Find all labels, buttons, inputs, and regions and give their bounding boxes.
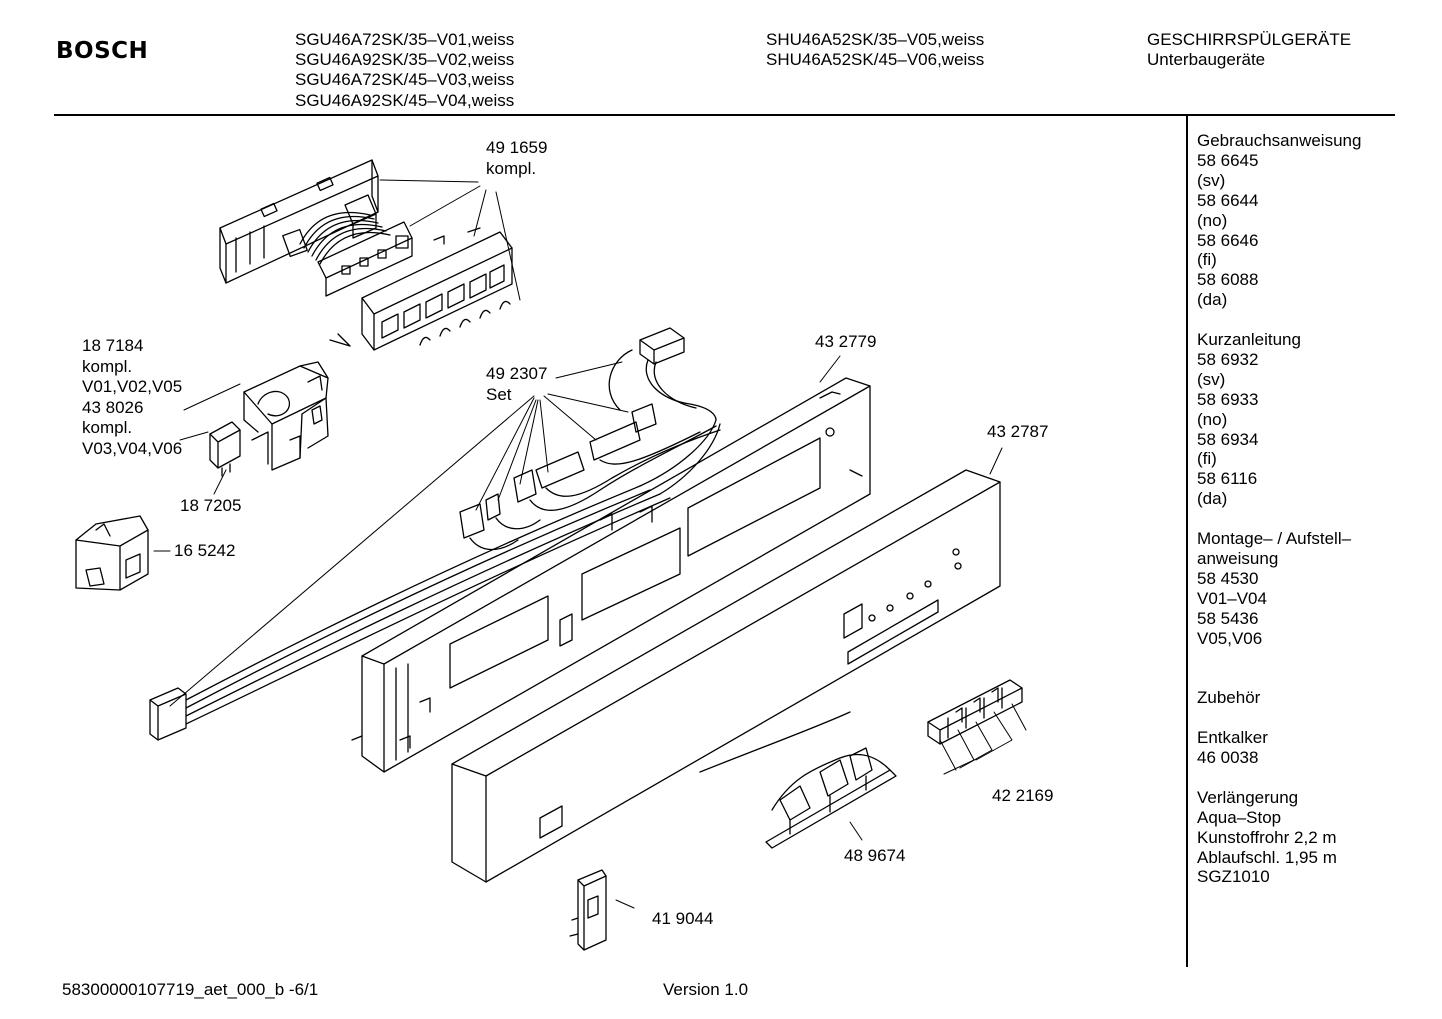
model-list-right: SHU46A52SK/35–V05,weiss SHU46A52SK/45–V0… [766,30,984,70]
sidebar-line: 58 6645 [1197,150,1259,170]
sidebar-line: 58 6932 [1197,349,1259,369]
header-divider [54,114,1395,116]
sidebar-line: (no) [1197,409,1228,429]
push-buttons-part [927,679,1023,745]
part-number: 43 2779 [815,332,877,351]
sidebar-line: Kurzanleitung [1197,330,1301,350]
sidebar-line: 46 0038 [1197,748,1259,768]
sidebar-line: (fi) [1197,449,1217,469]
part-note: V01,V02,V05 [82,377,183,396]
model-line: SHU46A52SK/35–V05,weiss [766,30,985,49]
label-part-187184: 18 7184 kompl. V01,V02,V05 43 8026 kompl… [82,336,182,459]
sidebar-line: Entkalker [1197,728,1268,748]
sidebar-line: 58 6088 [1197,270,1259,290]
label-part-432779: 43 2779 [815,332,876,353]
sidebar-line: (da) [1197,290,1228,310]
part-number: 49 2307 [486,364,548,383]
sidebar-line: Ablaufschl. 1,95 m [1197,847,1337,867]
version-label: Version 1.0 [663,980,749,999]
label-part-419044: 41 9044 [652,909,713,930]
sidebar-line: (sv) [1197,369,1226,389]
sidebar-line: V01–V04 [1197,588,1267,608]
model-line: SGU46A92SK/45–V04,weiss [295,90,515,110]
sidebar-line: SGZ1010 [1197,867,1270,887]
front-fascia-part [451,469,1001,883]
model-line: SGU46A72SK/45–V03,weiss [295,70,515,90]
sidebar-line: 58 6934 [1197,429,1259,449]
category-heading: GESCHIRRSPÜLGERÄTE Unterbaugeräte [1147,30,1351,70]
door-lock-part [243,361,329,471]
electronic-module-part [219,159,513,351]
sidebar-line: 58 4530 [1197,568,1259,588]
part-note: kompl. [82,356,133,376]
label-part-422169: 42 2169 [992,786,1053,807]
sidebar-line: Aqua–Stop [1197,807,1282,827]
model-line: SGU46A92SK/35–V02,weiss [295,50,515,70]
sidebar-line: 58 6933 [1197,389,1259,409]
part-number: 42 2169 [992,786,1054,805]
sidebar-line: Montage– / Aufstell– [1197,529,1352,549]
relay-part [209,421,241,477]
document-id: 58300000107719_aet_000_b -6/1 [62,980,319,999]
sidebar-line: anweisung [1197,549,1279,568]
part-number: 43 2787 [987,422,1049,441]
sidebar-line: (da) [1197,489,1228,509]
category-line: GESCHIRRSPÜLGERÄTE [1147,30,1352,49]
label-part-489674: 48 9674 [844,846,905,867]
label-part-165242: 16 5242 [174,541,235,562]
leader-lines [153,179,1027,909]
sidebar-line: Gebrauchsanweisung [1197,131,1362,150]
label-part-432787: 43 2787 [987,422,1048,443]
sidebar-line: Verlängerung [1197,787,1299,807]
switch-part [75,515,149,591]
sidebar-line: 58 6116 [1197,469,1258,489]
part-note: kompl. [486,158,537,178]
panel-frame-part [351,377,871,773]
part-number: 49 1659 [486,138,548,157]
sidebar-line: 58 6644 [1197,190,1259,210]
sidebar-line: 58 6646 [1197,230,1259,250]
sidebar-divider [1186,116,1188,967]
sidebar-line: (sv) [1197,170,1226,190]
sidebar-line: 58 5436 [1197,608,1259,628]
part-note: kompl. [82,418,133,437]
part-number: 48 9674 [844,846,906,865]
part-note: Set [486,384,512,404]
label-part-491659: 49 1659 kompl. [486,138,547,179]
sidebar-line: (no) [1197,210,1228,230]
model-list-left: SGU46A72SK/35–V01,weiss SGU46A92SK/35–V0… [295,30,514,111]
sidebar-line: Zubehör [1197,688,1261,708]
label-part-187205: 18 7205 [180,496,241,517]
category-line: Unterbaugeräte [1147,50,1266,70]
part-number: 41 9044 [652,909,714,928]
part-note: V03,V04,V06 [82,438,183,458]
part-number: 18 7205 [180,496,242,515]
label-part-492307: 49 2307 Set [486,364,547,405]
part-number: 18 7184 [82,336,144,355]
clip-part [569,869,607,951]
sidebar-line: (fi) [1197,250,1217,270]
part-number: 43 8026 [82,397,144,417]
sidebar-line: V05,V06 [1197,628,1263,648]
door-handle-part [765,747,897,849]
sidebar-line: Kunstoffrohr 2,2 m [1197,827,1337,847]
cable-set-part [149,327,721,741]
part-number: 16 5242 [174,541,236,560]
model-line: SGU46A72SK/35–V01,weiss [295,30,515,49]
brand-logo: BOSCH [56,38,149,64]
model-line: SHU46A52SK/45–V06,weiss [766,50,985,70]
